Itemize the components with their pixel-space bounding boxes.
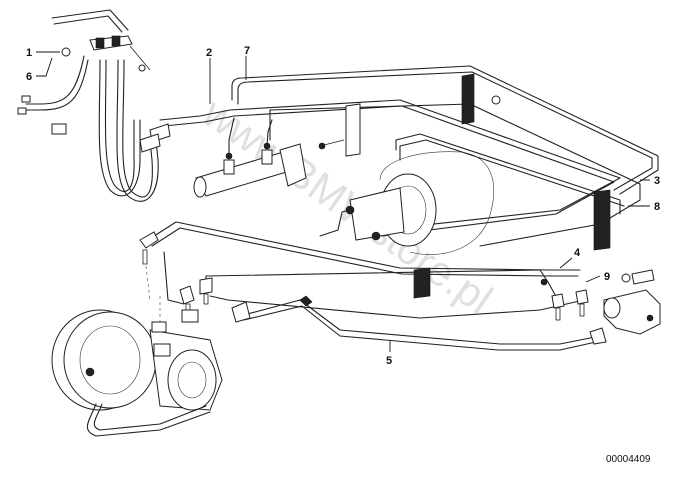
pipe-clips bbox=[318, 73, 611, 299]
reference-number: 00004409 bbox=[606, 454, 651, 465]
callout-7: 7 bbox=[244, 45, 250, 57]
callout-2: 2 bbox=[206, 47, 212, 59]
callouts: 1 6 2 7 3 8 4 9 5 bbox=[26, 45, 660, 367]
leader-lines bbox=[36, 51, 650, 352]
callout-1: 1 bbox=[26, 47, 32, 59]
pressure-regulator bbox=[603, 269, 661, 335]
callout-3: 3 bbox=[654, 175, 660, 187]
callout-4: 4 bbox=[574, 247, 581, 259]
hose-bracket bbox=[17, 9, 151, 135]
brake-booster bbox=[319, 151, 494, 255]
callout-9: 9 bbox=[604, 271, 610, 283]
vacuum-unit bbox=[51, 265, 223, 437]
callout-6: 6 bbox=[26, 71, 32, 83]
master-cylinder bbox=[193, 117, 307, 198]
callout-5: 5 bbox=[386, 355, 392, 367]
brake-hoses bbox=[21, 55, 159, 202]
callout-8: 8 bbox=[654, 201, 660, 213]
small-parts bbox=[139, 123, 548, 307]
brake-pipes-upper bbox=[159, 65, 659, 247]
pipe-fittings bbox=[139, 231, 607, 345]
